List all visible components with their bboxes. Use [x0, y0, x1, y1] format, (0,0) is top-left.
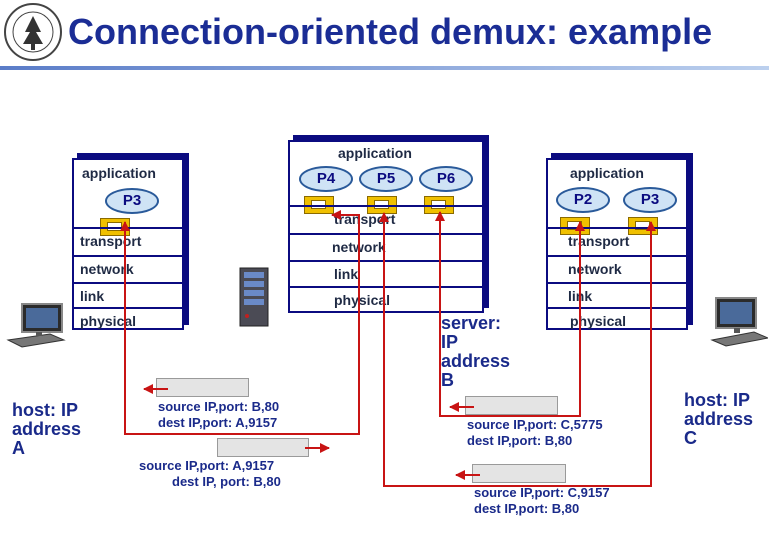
segment-1-source: source IP,port: B,80: [158, 399, 280, 414]
link-layer: link: [290, 260, 482, 286]
application-layer-label: application: [338, 145, 412, 161]
segment-box-4: [472, 464, 566, 483]
segment-3-source: source IP,port: C,5775: [467, 417, 603, 432]
segment-2-source: source IP,port: A,9157: [139, 458, 275, 473]
segment-2-dest: dest IP, port: B,80: [172, 474, 281, 489]
network-layer-label: network: [568, 261, 622, 277]
host-a-stack: application P3 transport network link ph…: [72, 158, 184, 330]
transport-layer-label: transport: [568, 233, 630, 249]
path-c5775-p6: [435, 211, 585, 417]
server-tower-icon: [238, 266, 270, 328]
physical-layer: physical: [548, 307, 686, 330]
segment-4-dest: dest IP,port: B,80: [474, 501, 580, 516]
university-seal-icon: [3, 2, 63, 62]
path-c9157-p5: [379, 212, 656, 487]
link-layer: link: [74, 282, 182, 307]
host-a-label: host: IP address A: [12, 400, 82, 458]
link-layer-label: link: [334, 266, 359, 282]
client-c-computer-icon: [708, 294, 769, 350]
path-a-p4: [120, 210, 360, 435]
process-p5: P5: [359, 166, 413, 192]
segment-3-dest: dest IP,port: B,80: [467, 433, 573, 448]
network-layer: network: [548, 255, 686, 282]
host-c-label: host: IP address C: [684, 390, 754, 448]
physical-layer: physical: [74, 307, 182, 330]
title-bar: Connection-oriented demux: example: [0, 0, 769, 68]
application-layer-label: application: [82, 165, 156, 181]
process-p3-c: P3: [623, 187, 677, 213]
title-divider: [0, 66, 769, 70]
physical-layer: physical: [290, 286, 482, 313]
physical-layer-label: physical: [334, 292, 391, 308]
segment-1-dest: dest IP,port: A,9157: [158, 415, 278, 430]
server-b-label: server: IP address B: [441, 313, 511, 390]
page-title: Connection-oriented demux: example: [68, 11, 713, 52]
process-p6: P6: [419, 166, 473, 192]
segment-box-3: [465, 396, 558, 415]
network-layer: network: [74, 255, 182, 282]
segment-4-source: source IP,port: C,9157: [474, 485, 610, 500]
client-a-computer-icon: [6, 300, 68, 352]
segment-box-1: [156, 378, 249, 397]
application-layer-label: application: [570, 165, 644, 181]
physical-layer-label: physical: [570, 313, 627, 329]
process-p4: P4: [299, 166, 353, 192]
